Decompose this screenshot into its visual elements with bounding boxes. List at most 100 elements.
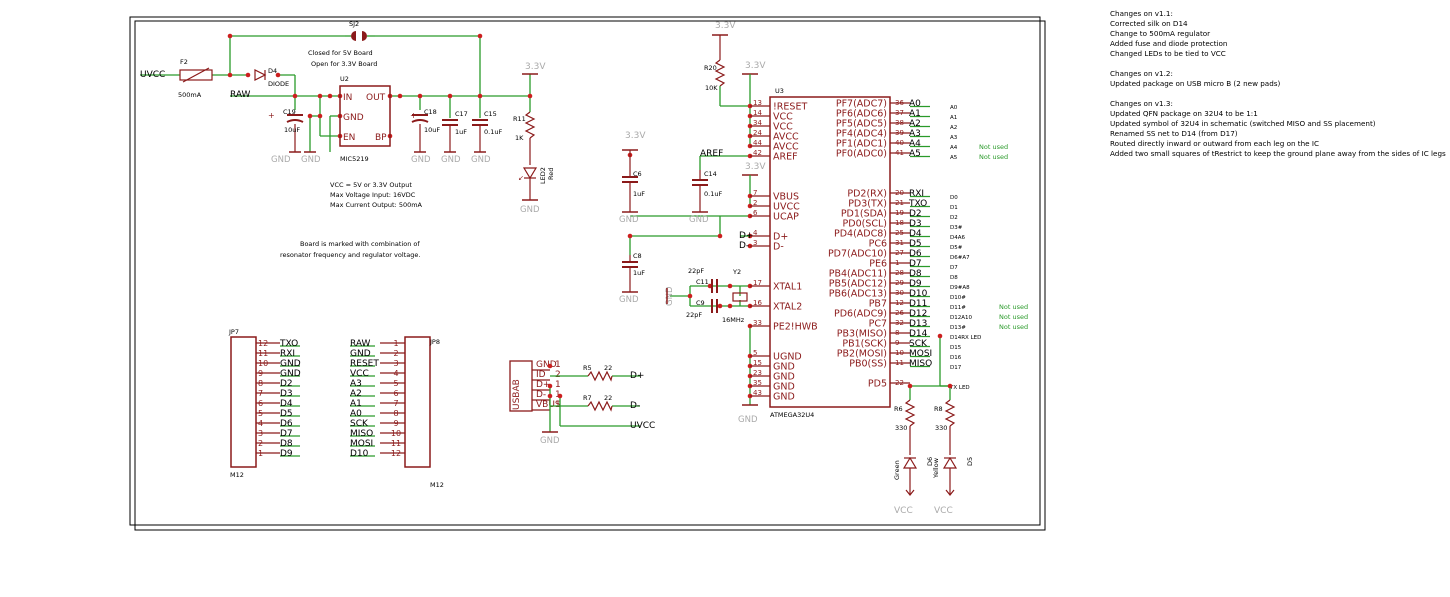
green-led-label: Green — [893, 460, 901, 480]
jp8-pin-num: 1 — [393, 339, 398, 348]
raw-net-label: RAW — [230, 90, 251, 100]
mcu-pin-arduino-tag: D3# — [950, 225, 963, 231]
mcu-right-pin-name: PB6(ADC13) — [829, 289, 887, 300]
mcu-ref: U3 — [775, 87, 784, 95]
mcu-net-label: A0 — [909, 99, 921, 109]
changelog-entry: Changed LEDs to be tied to VCC — [1110, 49, 1226, 58]
jp8-pin-net: A3 — [350, 379, 362, 389]
c17-value: 1uF — [455, 128, 467, 136]
v33-label-reset: 3.3V — [715, 21, 736, 31]
usb-connector-name: USBAB — [512, 379, 522, 410]
mcu-net-label: A1 — [909, 109, 921, 119]
mcu-left-pin-name: VCC — [773, 112, 793, 123]
jp8-pin-net: VCC — [350, 369, 369, 379]
regulator-pin-gnd: GND — [343, 113, 364, 123]
mcu-left-pin-num: 34 — [753, 119, 762, 127]
v33-label-vcc: 3.3V — [745, 61, 766, 71]
jp7-pin-num: 7 — [258, 389, 263, 398]
max-current-note: Max Current Output: 500mA — [330, 201, 423, 209]
mcu-left-pin-name: D- — [773, 242, 784, 253]
r11-resistor — [524, 111, 536, 139]
jp8-pin-num: 11 — [391, 439, 401, 448]
mcu-pin-arduino-tag: A3 — [950, 135, 958, 141]
mcu-right-pin-name: PD2(RX) — [847, 189, 887, 200]
mcu-net-label: MISO — [909, 359, 932, 369]
mcu-left-pin-num: 17 — [753, 279, 762, 287]
c11-ref: C11 — [696, 278, 709, 286]
r11-ref: R11 — [513, 115, 526, 123]
mcu-right-pin-name: PD7(ADC10) — [828, 249, 887, 260]
mcu-right-pin-num: 12 — [895, 299, 904, 307]
mcu-net-label: D5 — [909, 239, 922, 249]
mcu-right-pin-num: 32 — [895, 319, 904, 327]
mcu-right-pin-name: PC7 — [869, 319, 887, 330]
mcu-right-pin-num: 21 — [895, 199, 904, 207]
usb-connector-body — [509, 360, 533, 412]
regulator-pin-in: IN — [343, 93, 352, 103]
jp7-pin-num: 3 — [258, 429, 263, 438]
mcu-right-pin-name: PD3(TX) — [848, 199, 887, 210]
gnd-label-c18: GND — [411, 155, 431, 165]
mcu-left-pin-num: 16 — [753, 299, 762, 307]
not-used-note: Not used — [999, 313, 1028, 321]
mcu-right-pin-num: 36 — [895, 99, 904, 107]
jp7-pin-num: 5 — [258, 409, 263, 418]
jp7-pin-num: 6 — [258, 399, 263, 408]
frame-inner — [134, 20, 1046, 531]
usb-uvcc-net: UVCC — [630, 421, 655, 431]
jp8-pin-num: 3 — [393, 359, 398, 368]
mcu-pin-arduino-tag: TX LED — [949, 385, 970, 391]
regulator-pin-en: EN — [343, 133, 355, 143]
c19-value: 10uF — [284, 126, 300, 134]
mcu-right-pin-num: 1 — [895, 259, 899, 267]
mcu-pin-arduino-tag: D14RX LED — [950, 335, 981, 341]
usb-pin-name: VBUS — [536, 400, 561, 410]
mcu-left-pin-num: 24 — [753, 129, 762, 137]
r8-value: 330 — [935, 424, 947, 432]
mcu-right-pin-num: 11 — [895, 359, 904, 367]
c14-ref: C14 — [704, 170, 717, 178]
r6-resistor — [904, 399, 916, 427]
jp7-pin-num: 12 — [258, 339, 268, 348]
green-led-symbol — [902, 456, 918, 469]
mcu-part: ATMEGA32U4 — [770, 411, 814, 419]
diode-ref: D4 — [268, 67, 277, 75]
c14-value: 0.1uF — [704, 190, 722, 198]
mcu-net-label: TXO — [908, 199, 927, 209]
mcu-right-pin-num: 38 — [895, 119, 904, 127]
svg-text:↙: ↙ — [518, 174, 524, 182]
mcu-pin-arduino-tag: A4 — [950, 145, 958, 151]
uvcc-net-label: UVCC — [140, 70, 165, 80]
jp8-pin-num: 7 — [393, 399, 398, 408]
mcu-left-pin-num: 14 — [753, 109, 762, 117]
mcu-pin-arduino-tag: D2 — [950, 215, 958, 221]
jp7-pin-net: D8 — [280, 439, 293, 449]
mcu-left-pin-name: UCAP — [773, 212, 799, 223]
r20-value: 10K — [705, 84, 718, 92]
jp8-pin-net: SCK — [350, 419, 369, 429]
mcu-pin-arduino-tag: D16 — [950, 355, 962, 361]
mcu-net-label: A3 — [909, 129, 921, 139]
c15-value: 0.1uF — [484, 128, 502, 136]
r6-value: 330 — [895, 424, 907, 432]
r5-resistor — [587, 370, 613, 382]
power-section: UVCC RAW F2 500mA D4 DIODE SJ2 Closed fo… — [140, 20, 555, 259]
cap22-label-top: 22pF — [688, 267, 704, 275]
r5-ref: R5 — [583, 364, 592, 372]
changelog-entry: Routed directly inward or outward from e… — [1110, 139, 1320, 148]
c15-ref: C15 — [484, 110, 497, 118]
jp7-pin-num: 10 — [258, 359, 268, 368]
mcu-pin-arduino-tag: D1 — [950, 205, 958, 211]
mcu-right-pin-num: 31 — [895, 239, 904, 247]
mcu-pin-arduino-tag: A0 — [950, 105, 958, 111]
mcu-left-pin-num: 5 — [753, 349, 757, 357]
mcu-right-pin-num: 10 — [895, 349, 904, 357]
jp7-pin-net: GND — [280, 369, 301, 379]
mcu-right-pin-name: PD0(SCL) — [843, 219, 887, 230]
mcu-right-pin-num: 25 — [895, 229, 904, 237]
jp8-pin-net: A0 — [350, 409, 362, 419]
mcu-pin-arduino-tag: D9#A8 — [950, 285, 970, 291]
